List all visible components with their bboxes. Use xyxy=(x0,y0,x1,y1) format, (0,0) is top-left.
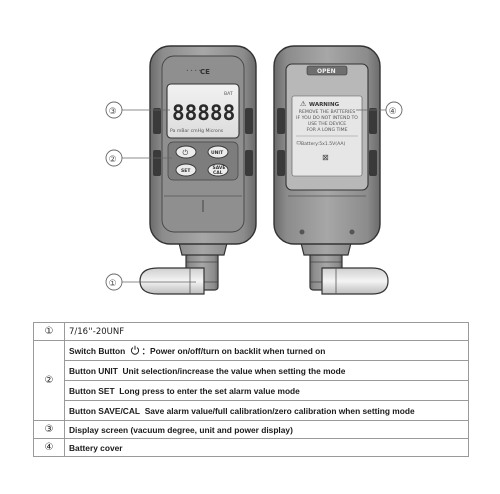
save-cal-button[interactable] xyxy=(207,163,229,177)
legend-row: Button UNIT Unit selection/increase the … xyxy=(34,360,469,381)
disposal-icon: ⊠ xyxy=(322,153,329,162)
legend-row: ③ Display screen (vacuum degree, unit an… xyxy=(33,420,469,439)
legend-item: Button UNIT Unit selection/increase the … xyxy=(64,360,469,381)
legend-number: ③ xyxy=(33,420,65,439)
svg-text:⚠: ⚠ xyxy=(300,100,307,108)
callout-2: ② xyxy=(105,149,172,167)
legend-number: ② xyxy=(33,340,65,421)
power-button[interactable] xyxy=(175,145,197,159)
svg-text:③: ③ xyxy=(109,107,117,117)
legend-row: ② Switch Button ：Power on/off/turn on ba… xyxy=(33,340,469,421)
legend-item: Switch Button ：Power on/off/turn on back… xyxy=(64,340,469,361)
legend-item: Button SET Long press to enter the set a… xyxy=(64,380,469,401)
open-tab[interactable] xyxy=(306,65,348,76)
callout-3: ③ xyxy=(105,101,170,119)
display-digits: 88888 xyxy=(172,101,235,125)
open-label: OPEN xyxy=(317,68,336,75)
legend-number: ④ xyxy=(33,438,65,457)
unit-button[interactable] xyxy=(207,145,229,159)
legend-row: Button SET Long press to enter the set a… xyxy=(34,380,469,401)
svg-text:SET: SET xyxy=(181,168,191,174)
legend-row: Button SAVE/CAL Save alarm value/full ca… xyxy=(34,400,469,421)
svg-text:②: ② xyxy=(109,155,117,165)
legend-text: Display screen (vacuum degree, unit and … xyxy=(64,420,469,439)
callout-4: ④ xyxy=(356,101,403,119)
svg-text:④: ④ xyxy=(389,107,397,117)
legend-row: ① 7/16''-20UNF xyxy=(33,322,469,341)
svg-text:• • • •: • • • • xyxy=(186,69,202,74)
legend-row: ④ Battery cover xyxy=(33,438,469,457)
power-icon xyxy=(130,345,140,357)
power-icon: ⏻ xyxy=(183,149,189,157)
legend-text: Battery cover xyxy=(64,438,469,457)
back-fitting xyxy=(321,267,389,295)
set-button[interactable] xyxy=(175,163,197,177)
svg-text:CE: CE xyxy=(200,68,210,76)
battery-spec: Battery:5x1.5V(AA) xyxy=(301,141,346,147)
svg-text:①: ① xyxy=(109,279,117,289)
warning-title: WARNING xyxy=(309,102,340,108)
legend-text: 7/16''-20UNF xyxy=(64,322,469,341)
legend-table: ① 7/16''-20UNF ② Switch Button ：Power on… xyxy=(33,322,469,457)
legend-number: ① xyxy=(33,322,65,341)
callout-1: ① xyxy=(105,273,196,291)
front-fitting xyxy=(139,267,205,295)
display-screen xyxy=(166,83,240,139)
legend-item: Button SAVE/CAL Save alarm value/full ca… xyxy=(64,400,469,421)
front-device: • • • • CE BAT 88888 Pa mBar cmHg Micron… xyxy=(139,45,257,295)
display-icon: BAT xyxy=(224,91,233,97)
svg-text:UNIT: UNIT xyxy=(211,150,224,156)
device-diagram: • • • • CE BAT 88888 Pa mBar cmHg Micron… xyxy=(105,45,403,295)
display-units: Pa mBar cmHg Microns xyxy=(170,128,224,134)
